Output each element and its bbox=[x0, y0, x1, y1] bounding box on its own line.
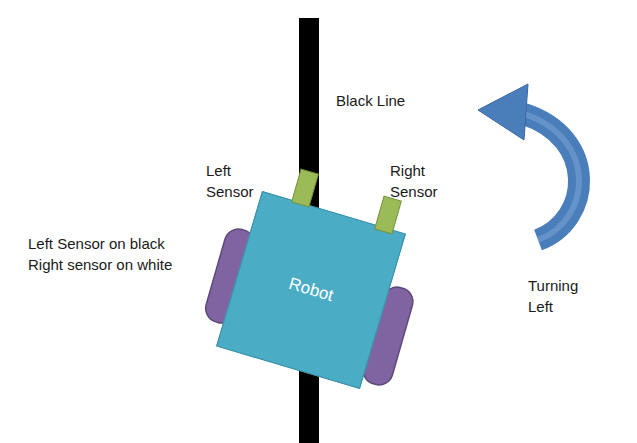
sensor-label: Right Sensor bbox=[390, 160, 448, 202]
node-text: Robot bbox=[286, 274, 335, 306]
turn-label: Turning Left bbox=[528, 275, 592, 317]
sensor-label: Left Sensor bbox=[206, 160, 264, 202]
turn-arrow-body bbox=[524, 114, 579, 240]
state-note: Left Sensor on black Right sensor on whi… bbox=[28, 233, 193, 275]
turn-arrow-shine bbox=[524, 114, 579, 240]
line-label: Black Line bbox=[336, 90, 446, 111]
turn-arrow-head bbox=[478, 84, 528, 140]
